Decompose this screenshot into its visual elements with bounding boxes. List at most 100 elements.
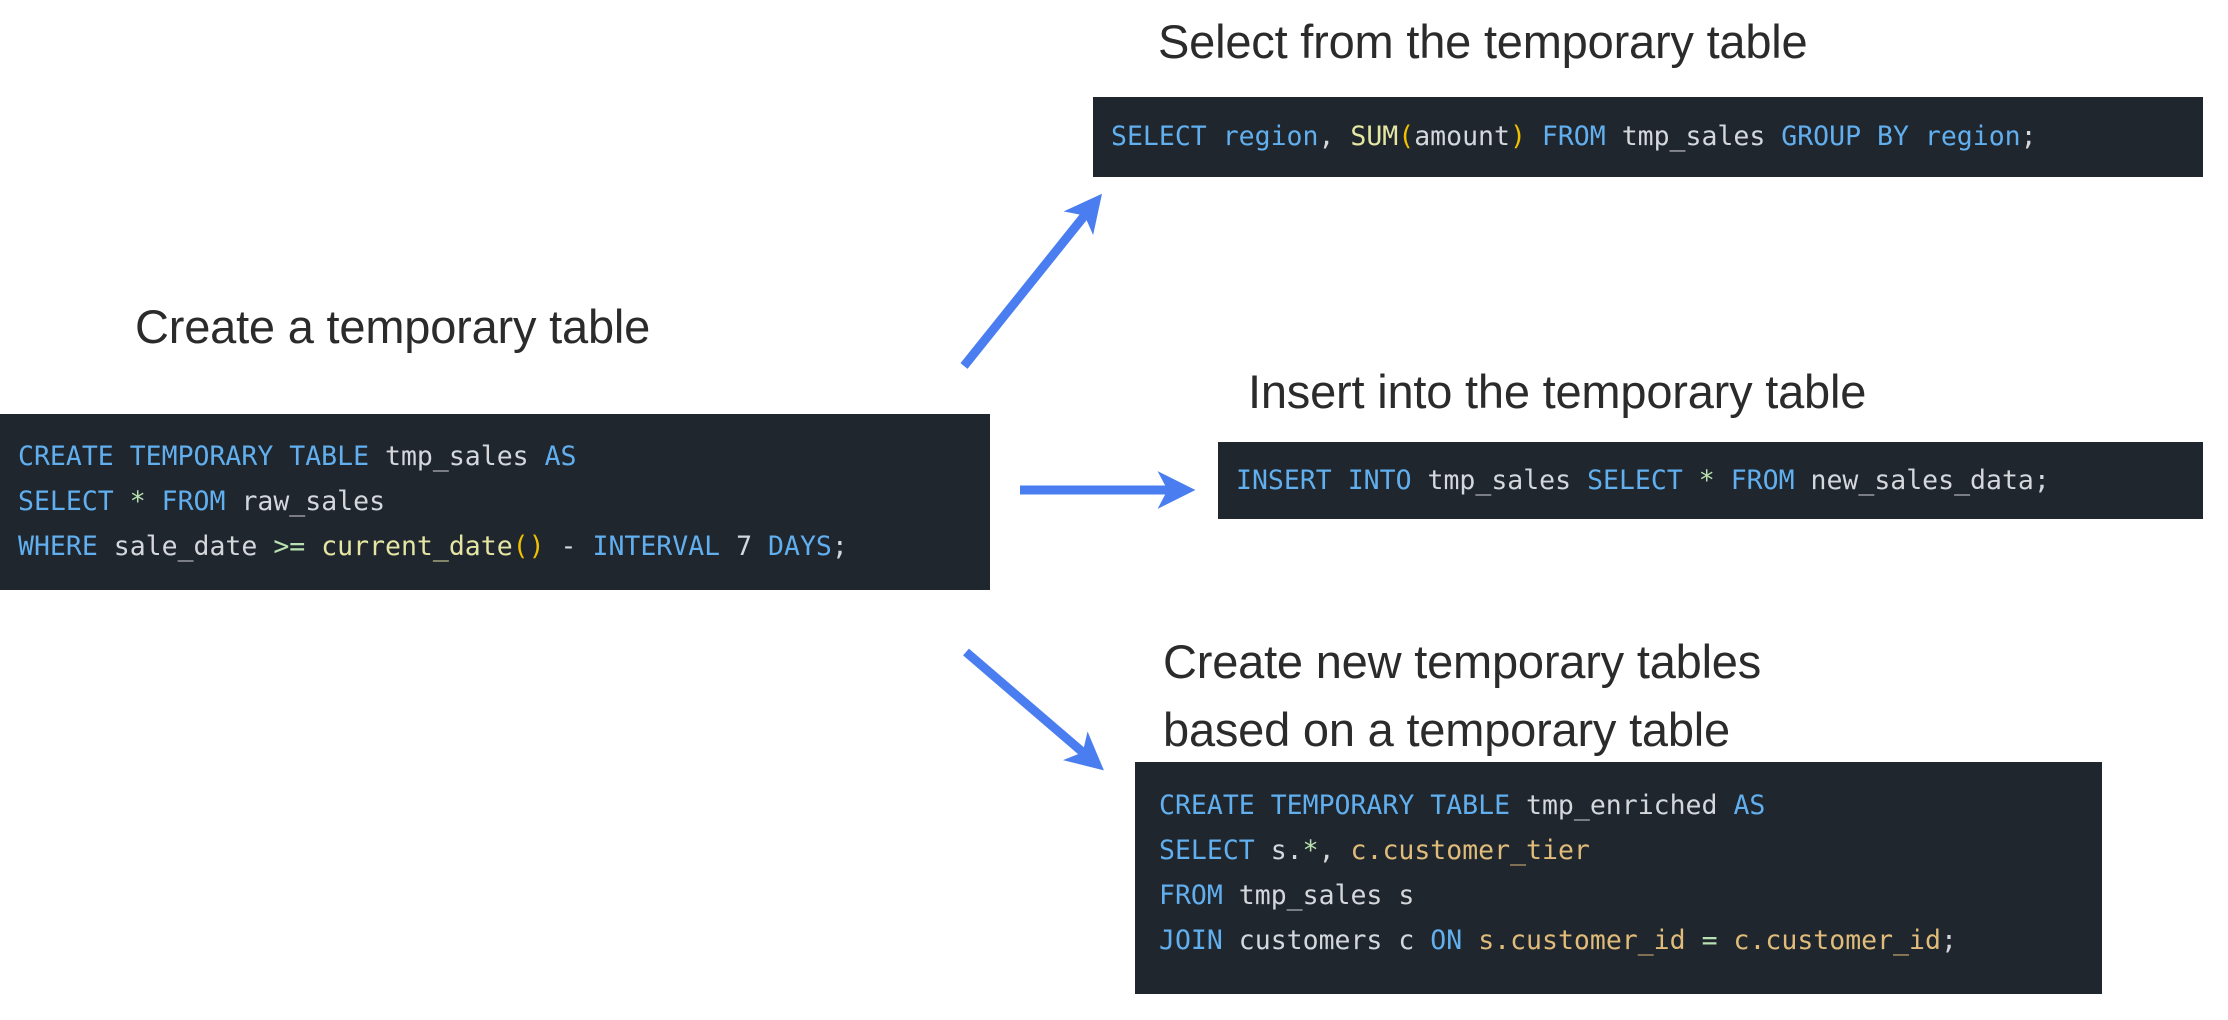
code-token: SELECT: [1111, 121, 1207, 152]
code-token: [273, 441, 289, 472]
code-token: [369, 441, 385, 472]
code-token: *: [129, 486, 146, 517]
code-token: ;: [2020, 121, 2037, 152]
code-token: [257, 531, 273, 562]
code-token: SUM: [1350, 121, 1399, 152]
code-token: [1686, 925, 1702, 956]
code-token: s.: [1270, 835, 1303, 866]
code-token: sale_date: [113, 531, 258, 562]
code-token: [1510, 790, 1526, 821]
code-token: SELECT: [1587, 465, 1683, 496]
code-token: [1683, 465, 1699, 496]
code-token: s: [1398, 880, 1415, 911]
code-token: [1223, 880, 1239, 911]
code-line: CREATE TEMPORARY TABLE tmp_sales AS: [18, 434, 990, 479]
code-token: [545, 531, 561, 562]
code-token: 7: [736, 531, 753, 562]
code-token: c: [1398, 925, 1415, 956]
code-token: [114, 441, 130, 472]
arrow-to-select-icon: [960, 193, 1103, 369]
code-token: [720, 531, 736, 562]
code-token: [577, 531, 593, 562]
code-token: (: [1398, 121, 1415, 152]
code-token: ON: [1430, 925, 1463, 956]
code-token: [1382, 880, 1398, 911]
code-token: FROM: [161, 486, 226, 517]
code-token: =: [1701, 925, 1718, 956]
code-token: INTERVAL: [592, 531, 721, 562]
arrow-to-insert-icon: [1020, 471, 1196, 509]
code-token: ;: [2033, 465, 2050, 496]
code-token: c.customer_id: [1733, 925, 1941, 956]
code-token: JOIN: [1159, 925, 1223, 956]
code-token: CREATE: [1159, 790, 1255, 821]
code-token: TEMPORARY: [1270, 790, 1415, 821]
code-token: [1332, 465, 1348, 496]
code-token: [114, 486, 130, 517]
code-token: [1207, 121, 1223, 152]
code-token: [1462, 925, 1478, 956]
code-token: [1606, 121, 1622, 152]
code-token: [1255, 835, 1271, 866]
code-block-select-from-temporary-table: SELECT region, SUM(amount) FROM tmp_sale…: [1093, 97, 2203, 177]
code-token: SELECT: [1159, 835, 1255, 866]
code-token: amount: [1414, 121, 1510, 152]
code-block-insert-into-temporary-table: INSERT INTO tmp_sales SELECT * FROM new_…: [1218, 442, 2203, 519]
code-token: FROM: [1541, 121, 1606, 152]
code-line: SELECT * FROM raw_sales: [18, 479, 990, 524]
code-line: SELECT region, SUM(amount) FROM tmp_sale…: [1111, 114, 2203, 159]
code-token: *: [1698, 465, 1715, 496]
code-token: BY: [1877, 121, 1909, 152]
code-token: [1718, 925, 1734, 956]
code-token: [1412, 465, 1428, 496]
code-token: [1717, 790, 1733, 821]
code-token: INSERT: [1236, 465, 1332, 496]
code-token: [1382, 925, 1398, 956]
code-token: tmp_sales: [385, 441, 529, 472]
code-token: [1334, 121, 1350, 152]
code-token: tmp_enriched: [1526, 790, 1718, 821]
code-token: [529, 441, 545, 472]
code-token: [98, 531, 114, 562]
code-token: [1765, 121, 1781, 152]
code-token: FROM: [1159, 880, 1223, 911]
code-token: AS: [544, 441, 577, 472]
code-token: [1795, 465, 1811, 496]
arrow-to-enrich-icon: [963, 648, 1104, 771]
code-line: WHERE sale_date >= current_date() - INTE…: [18, 524, 990, 569]
code-line: INSERT INTO tmp_sales SELECT * FROM new_…: [1236, 458, 2203, 503]
code-line: SELECT s.*, c.customer_tier: [1159, 828, 2102, 873]
code-token: [1861, 121, 1877, 152]
code-token: [1909, 121, 1925, 152]
code-token: region: [1222, 121, 1319, 152]
heading-insert-into-temporary-table: Insert into the temporary table: [1248, 365, 1867, 418]
code-token: (): [512, 531, 545, 562]
code-token: AS: [1733, 790, 1766, 821]
code-token: c.customer_tier: [1350, 835, 1590, 866]
code-token: TABLE: [1430, 790, 1511, 821]
code-token: [225, 486, 241, 517]
code-token: TABLE: [289, 441, 370, 472]
code-token: SELECT: [18, 486, 114, 517]
code-token: *: [1302, 835, 1319, 866]
code-token: [1223, 925, 1239, 956]
code-token: ;: [831, 531, 848, 562]
code-token: -: [560, 531, 577, 562]
code-token: [1414, 790, 1430, 821]
code-token: tmp_sales: [1427, 465, 1572, 496]
code-line: JOIN customers c ON s.customer_id = c.cu…: [1159, 918, 2102, 963]
code-token: GROUP: [1781, 121, 1862, 152]
code-token: FROM: [1730, 465, 1795, 496]
code-line: CREATE TEMPORARY TABLE tmp_enriched AS: [1159, 783, 2102, 828]
code-token: ;: [1940, 925, 1957, 956]
heading-create-a-temporary-table: Create a temporary table: [135, 300, 651, 353]
code-token: DAYS: [768, 531, 832, 562]
code-token: customers: [1238, 925, 1383, 956]
code-token: [1414, 925, 1430, 956]
code-token: INTO: [1347, 465, 1412, 496]
code-token: [1526, 121, 1542, 152]
code-token: [752, 531, 768, 562]
